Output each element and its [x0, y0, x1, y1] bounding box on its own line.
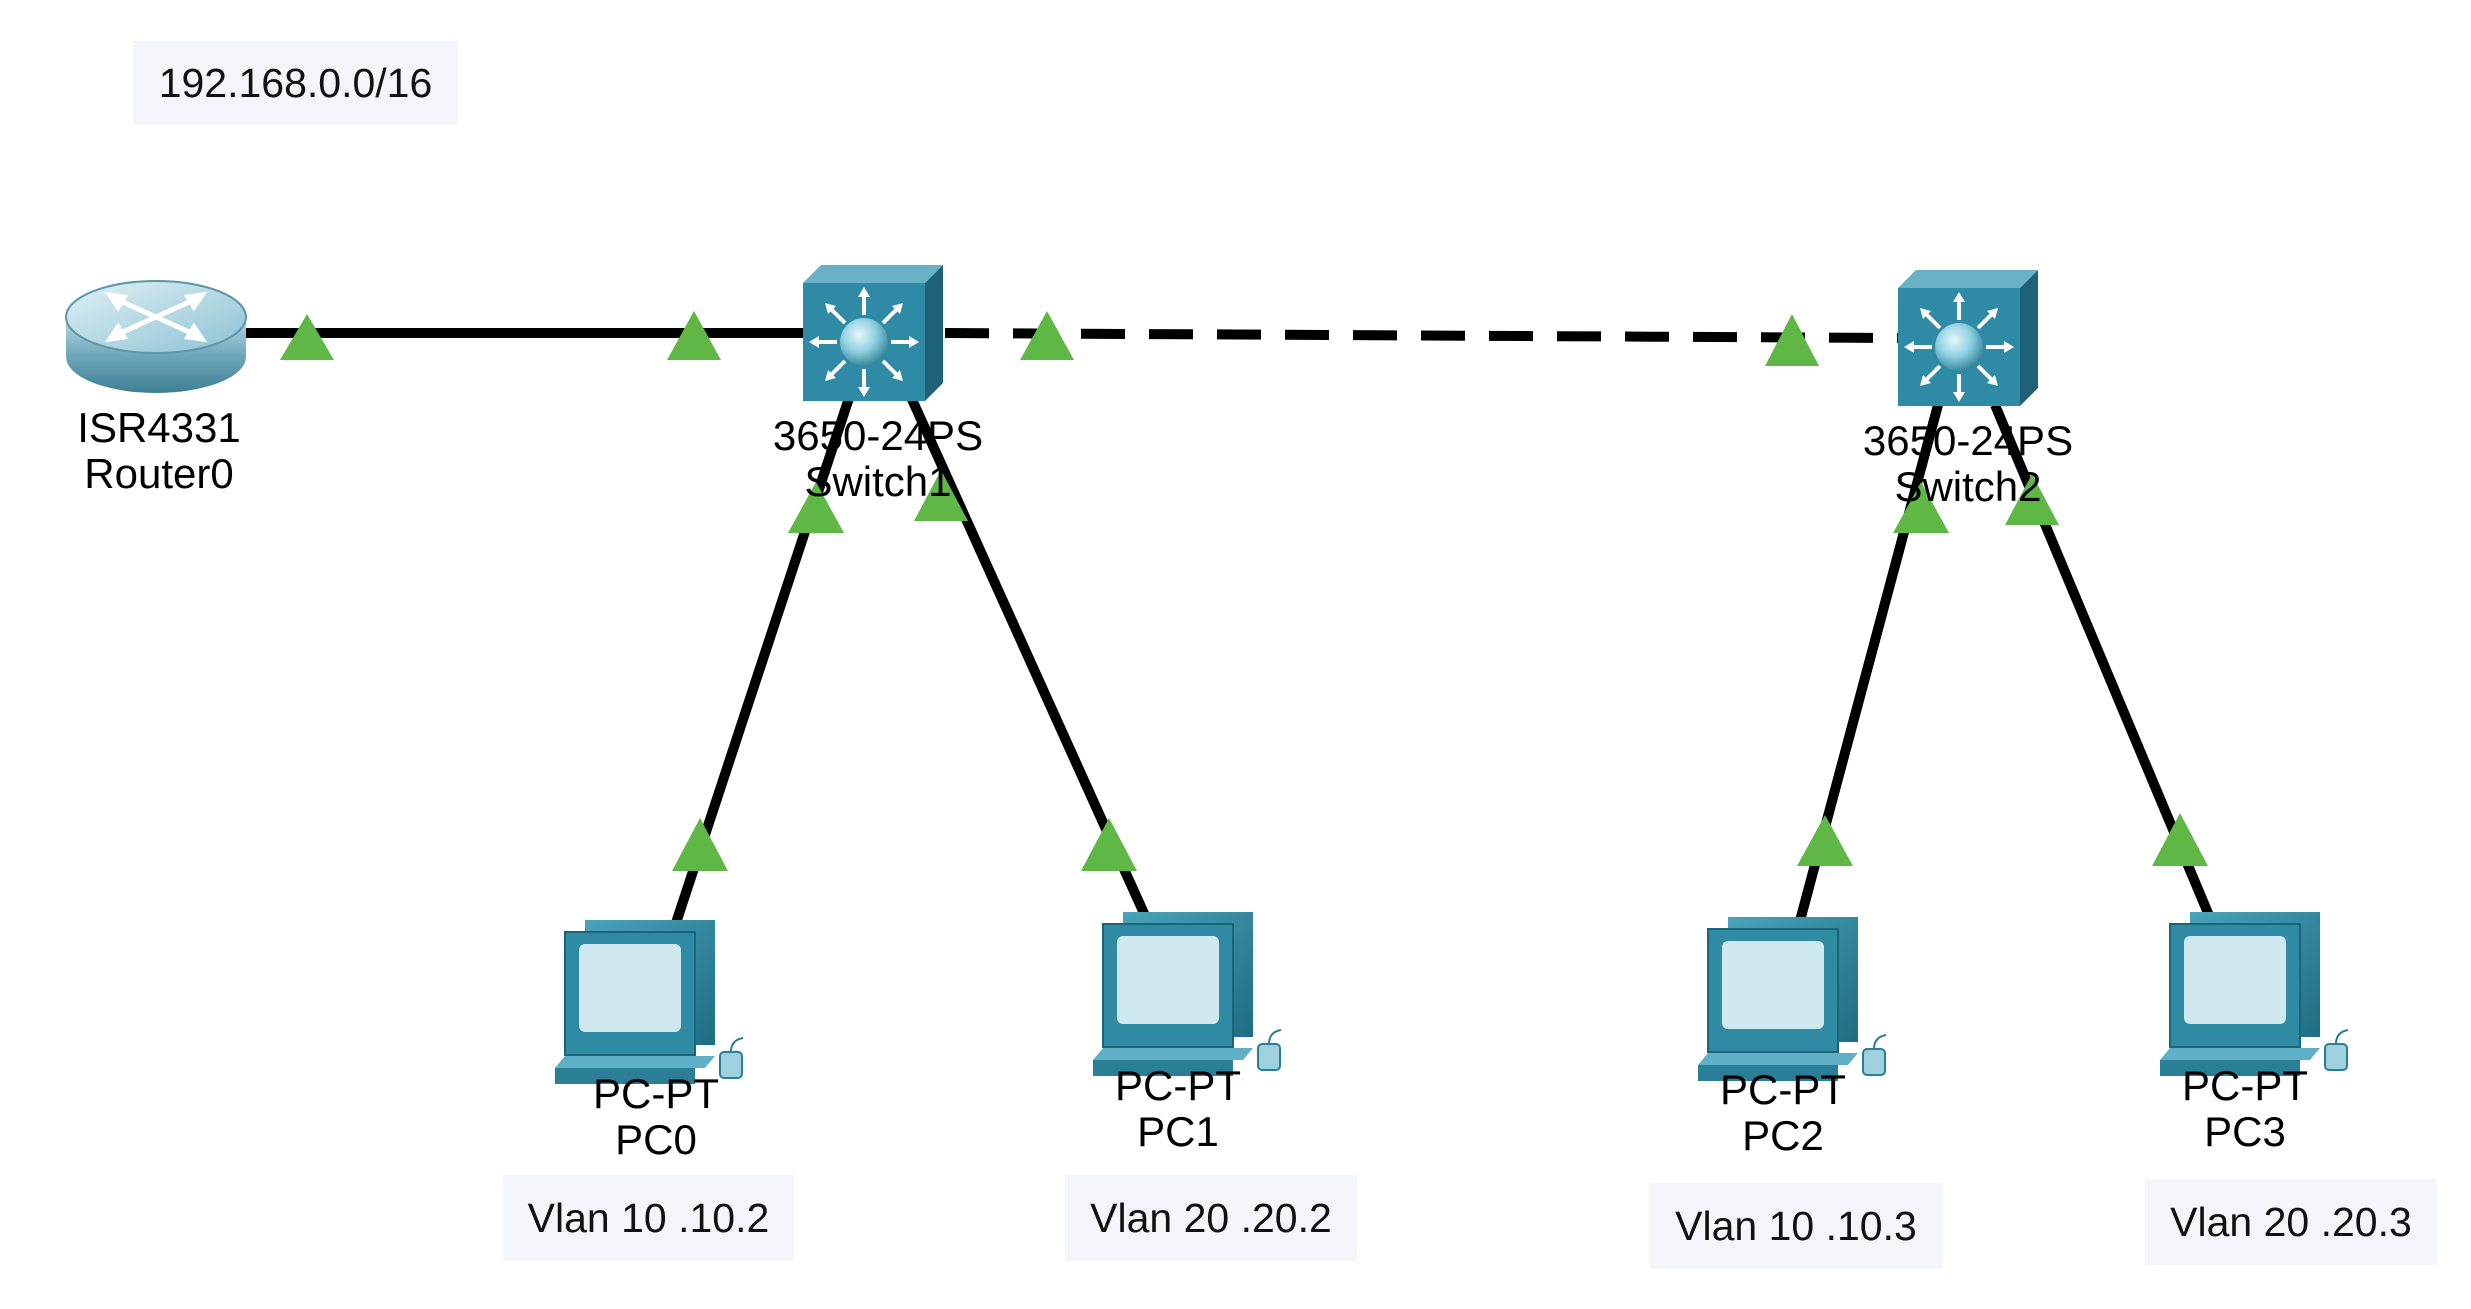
port-up-indicator — [1081, 818, 1137, 871]
pc2-model: PC-PT — [1720, 1066, 1846, 1113]
pc3-name: PC3 — [2204, 1108, 2286, 1155]
port-up-indicator — [667, 311, 721, 360]
port-up-indicator — [914, 470, 968, 521]
port-up-indicator — [2005, 474, 2059, 525]
pc0-vlan-note[interactable]: Vlan 10 .10.2 — [503, 1175, 794, 1261]
router0-model: ISR4331 — [77, 404, 241, 451]
link-status-indicators — [280, 311, 2208, 871]
multilayer-switch-icon[interactable] — [1898, 270, 2038, 406]
port-up-indicator — [1893, 482, 1949, 533]
port-up-indicator — [1020, 311, 1074, 360]
pc1-name: PC1 — [1137, 1108, 1219, 1155]
pc2-name: PC2 — [1742, 1112, 1824, 1159]
port-up-indicator — [788, 482, 844, 533]
pc2-vlan-note[interactable]: Vlan 10 .10.3 — [1650, 1183, 1942, 1269]
pc-icon[interactable] — [555, 920, 744, 1084]
network-address-note[interactable]: 192.168.0.0/16 — [133, 41, 458, 125]
port-up-indicator — [2152, 813, 2208, 866]
pc0-name: PC0 — [615, 1116, 697, 1163]
switch2-model: 3650-24PS — [1862, 417, 2074, 464]
switch1-model: 3650-24PS — [772, 412, 984, 459]
switch2-name: Switch2 — [1894, 463, 2042, 510]
pc3-vlan-text: Vlan 20 .20.3 — [2170, 1198, 2412, 1245]
port-up-indicator — [280, 314, 334, 360]
switch2-label: 3650-24PS Switch2 — [1863, 418, 2073, 510]
pc1-label: PC-PT PC1 — [1115, 1063, 1241, 1155]
pc-icon[interactable] — [2160, 912, 2349, 1076]
pc0-vlan-text: Vlan 10 .10.2 — [527, 1194, 770, 1241]
pc1-vlan-text: Vlan 20 .20.2 — [1090, 1194, 1332, 1241]
pc1-vlan-note[interactable]: Vlan 20 .20.2 — [1065, 1175, 1357, 1261]
pc1-model: PC-PT — [1115, 1062, 1241, 1109]
pc2-vlan-text: Vlan 10 .10.3 — [1675, 1202, 1917, 1249]
network-address-text: 192.168.0.0/16 — [158, 59, 433, 106]
pc3-vlan-note[interactable]: Vlan 20 .20.3 — [2145, 1179, 2437, 1265]
pc0-model: PC-PT — [593, 1070, 719, 1117]
port-up-indicator — [1765, 314, 1819, 366]
pc0-label: PC-PT PC0 — [593, 1071, 719, 1163]
port-up-indicator — [1797, 815, 1853, 866]
switch1-label: 3650-24PS Switch1 — [773, 413, 983, 505]
pc-icon[interactable] — [1698, 917, 1887, 1081]
router-icon[interactable] — [65, 280, 247, 393]
pc-icon[interactable] — [1093, 912, 1282, 1076]
switch1-name: Switch1 — [804, 458, 952, 505]
pc3-label: PC-PT PC3 — [2182, 1063, 2308, 1155]
multilayer-switch-icon[interactable] — [803, 265, 943, 401]
router0-name: Router0 — [84, 450, 234, 497]
pc2-label: PC-PT PC2 — [1720, 1067, 1846, 1159]
pc3-model: PC-PT — [2182, 1062, 2308, 1109]
router0-label: ISR4331 Router0 — [77, 405, 240, 497]
link-switch1-switch2[interactable] — [944, 328, 1901, 343]
port-up-indicator — [672, 818, 728, 871]
